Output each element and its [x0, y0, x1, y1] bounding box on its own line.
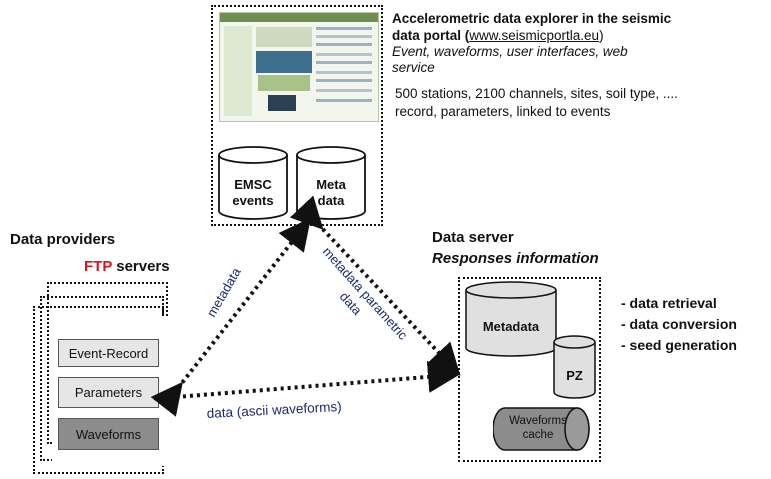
waveforms-cache-label: Waveforms cache: [509, 415, 567, 441]
link-label-ascii-waveforms: data (ascii waveforms): [206, 399, 342, 421]
link-label-metadata-parametric: metadata parametric: [320, 244, 411, 343]
arrow-providers-server: [175, 360, 460, 399]
emsc-events-label: EMSC events: [232, 177, 274, 208]
data-server-subtitle: Responses information: [432, 250, 599, 267]
pz-database-icon: [553, 335, 596, 399]
portal-screenshot: [219, 12, 379, 122]
portal-stats: 500 stations, 2100 channels, sites, soil…: [395, 86, 678, 119]
arrow-portal-server: [289, 195, 461, 376]
arrow-providers-portal: [150, 217, 311, 417]
waveforms-cache-icon: [493, 407, 590, 451]
server-functions-list: - data retrieval - data conversion - see…: [621, 293, 737, 356]
waveforms-item[interactable]: Waveforms: [58, 418, 159, 450]
server-metadata-label: Metadata: [482, 319, 540, 334]
portal-link[interactable]: www.seismicportla.eu: [469, 28, 600, 43]
function-data-conversion: - data conversion: [621, 316, 737, 332]
event-record-item[interactable]: Event-Record: [58, 339, 159, 367]
link-label-metadata: metadata: [204, 264, 244, 319]
portal-subtitle: Event, waveforms, user interfaces, web s…: [392, 44, 628, 75]
function-seed-generation: - seed generation: [621, 337, 737, 353]
server-metadata-database-icon: [465, 281, 557, 357]
data-providers-title: Data providers: [10, 231, 116, 248]
pz-label: PZ: [566, 368, 583, 383]
portal-title: Accelerometric data explorer in the seis…: [392, 11, 672, 43]
function-data-retrieval: - data retrieval: [621, 295, 717, 311]
emsc-events-database-icon: [218, 146, 288, 220]
